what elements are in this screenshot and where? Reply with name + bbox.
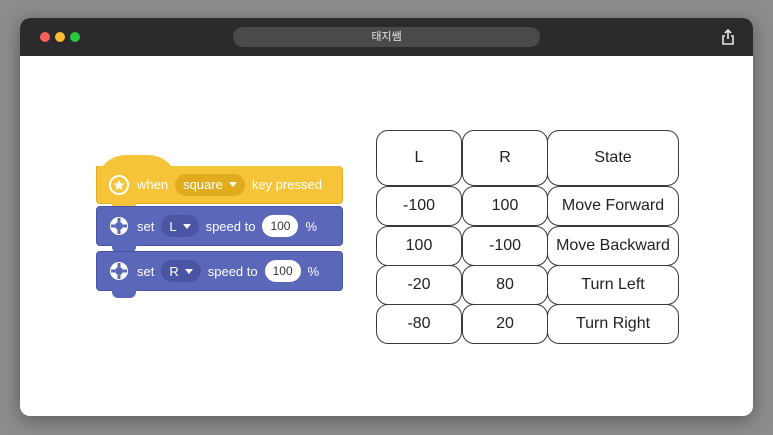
gear-icon: [108, 260, 130, 282]
table-cell: 20: [462, 304, 548, 344]
table-cell: Turn Left: [547, 265, 679, 305]
chevron-down-icon: [184, 268, 193, 274]
table-cell: 100: [376, 226, 462, 266]
chevron-down-icon: [182, 223, 191, 229]
table-cell: -80: [376, 304, 462, 344]
key-dropdown[interactable]: square: [175, 173, 245, 196]
block-notch: [112, 245, 136, 253]
set-label: set: [137, 218, 155, 234]
table-cell: -20: [376, 265, 462, 305]
table-cell: -100: [462, 226, 548, 266]
when-key-pressed-block[interactable]: when square key pressed: [96, 166, 343, 204]
maximize-button[interactable]: [70, 32, 80, 42]
set-left-speed-block[interactable]: set L speed to 100 %: [96, 206, 343, 246]
table-cell: Move Backward: [547, 226, 679, 266]
address-bar[interactable]: 태지쌤: [233, 27, 540, 47]
close-button[interactable]: [40, 32, 50, 42]
speed-to-label: speed to: [205, 218, 256, 234]
speed-to-label: speed to: [207, 263, 258, 279]
share-icon[interactable]: [720, 28, 736, 46]
title-bar: 태지쌤: [20, 18, 753, 56]
wheel-dropdown-left[interactable]: L: [161, 215, 199, 237]
percent-label: %: [305, 218, 318, 234]
speed-input[interactable]: 100: [264, 260, 301, 282]
window-title: 태지쌤: [371, 30, 402, 43]
gear-icon: [108, 215, 130, 237]
wheel-dropdown-value: L: [169, 218, 177, 234]
key-pressed-label: key pressed: [251, 177, 322, 192]
table-header-state: State: [547, 130, 679, 186]
wheel-dropdown-value: R: [169, 263, 179, 279]
block-notch: [112, 290, 136, 298]
set-right-speed-block[interactable]: set R speed to 100 %: [96, 251, 343, 291]
table-cell: -100: [376, 186, 462, 226]
when-label: when: [137, 177, 169, 192]
table-cell: 80: [462, 265, 548, 305]
minimize-button[interactable]: [55, 32, 65, 42]
table-header-l: L: [376, 130, 462, 186]
star-icon: [108, 174, 130, 196]
key-dropdown-value: square: [183, 177, 223, 192]
table-cell: 100: [462, 186, 548, 226]
set-label: set: [137, 263, 155, 279]
browser-window: 태지쌤 when square key pressed: [20, 18, 753, 416]
table-header-r: R: [462, 130, 548, 186]
table-cell: Move Forward: [547, 186, 679, 226]
percent-label: %: [307, 263, 320, 279]
speed-input[interactable]: 100: [262, 215, 299, 237]
wheel-dropdown-right[interactable]: R: [161, 260, 201, 282]
chevron-down-icon: [228, 182, 237, 187]
table-cell: Turn Right: [547, 304, 679, 344]
